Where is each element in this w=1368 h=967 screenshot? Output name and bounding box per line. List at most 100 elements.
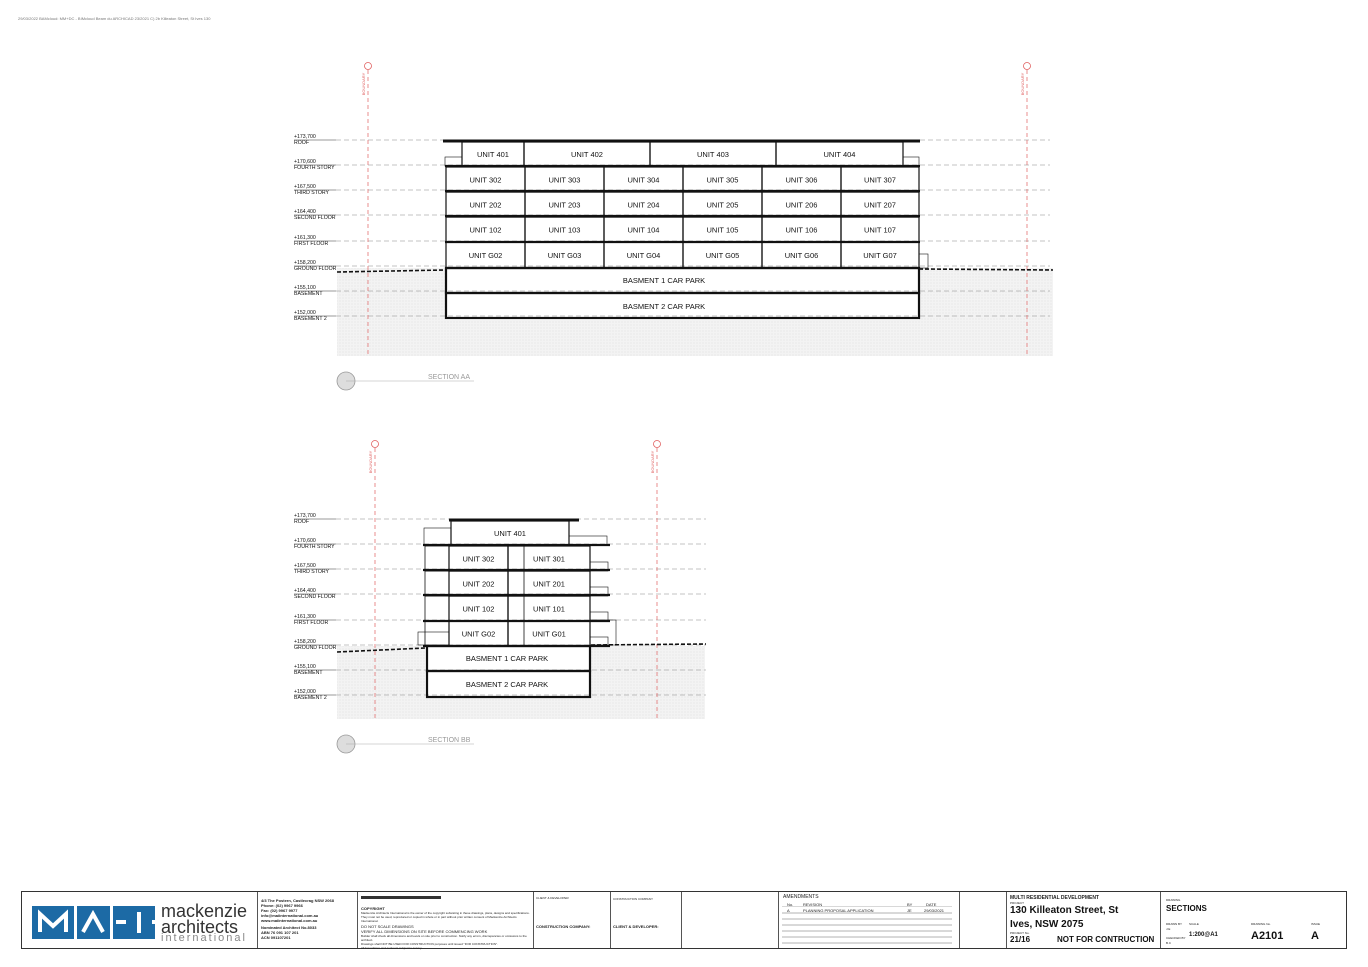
bb-left-room xyxy=(424,545,450,572)
bb-boundary-left-marker-icon xyxy=(371,440,379,448)
level-rl: +161,300 xyxy=(294,614,316,620)
aa-row1-unit-label: UNIT 104 xyxy=(628,226,660,235)
aa-row3-unit-label: UNIT 304 xyxy=(628,176,660,185)
aa-row0-unit-label: UNIT G07 xyxy=(863,251,897,260)
aa-row4-unit-label: UNIT 403 xyxy=(697,150,729,159)
level-name: GROUND FLOOR xyxy=(294,266,337,272)
aa-row2-unit-label: UNIT 207 xyxy=(864,201,896,210)
aa-row1-unit-label: UNIT 103 xyxy=(549,226,581,235)
issue-label: ISSUE xyxy=(1311,922,1321,926)
aa-row1-unit-label: UNIT 102 xyxy=(470,226,502,235)
aa-ground-line-left xyxy=(336,269,446,273)
drawing-cell: DRAWING SECTIONS DRAWN BY J.E CHECKED BY… xyxy=(1161,892,1347,948)
level-rl: +152,000 xyxy=(294,689,316,695)
aa-balcony xyxy=(444,156,463,167)
client-label: CLIENT & DEVELOPER: xyxy=(613,924,659,929)
level-rl: +173,700 xyxy=(294,513,316,519)
aa-boundary-left-label: BOUNDARY xyxy=(361,72,366,95)
level-rl: +155,100 xyxy=(294,664,316,670)
aa-ground-line-right xyxy=(918,268,1054,271)
aa-row3-unit-label: UNIT 306 xyxy=(786,176,818,185)
amend-row-date: 29/03/2021 xyxy=(924,908,945,913)
amend-row-revision: PLANNING PROPOSAL APPLICATION xyxy=(803,908,874,913)
construction-status: NOT FOR CONTRUCTION xyxy=(1057,935,1155,944)
copyright-text: They must not be used, reproduced or cop… xyxy=(361,915,517,923)
level-name: ROOF xyxy=(294,519,309,525)
aa-row2-unit-label: UNIT 205 xyxy=(707,201,739,210)
bb-row3-unit-label: UNIT 302 xyxy=(463,555,495,564)
copyright-notes: COPYRIGHT Mackenzie Architects Internati… xyxy=(358,892,534,950)
level-name: FIRST FLOOR xyxy=(294,620,328,626)
bb-row1-unit-label: UNIT 101 xyxy=(533,605,565,614)
level-rl: +170,600 xyxy=(294,159,316,165)
aa-row2-unit-label: UNIT 206 xyxy=(786,201,818,210)
blank-cell-2 xyxy=(960,892,1007,948)
aa-row1-unit-label: UNIT 105 xyxy=(707,226,739,235)
bb-left-room xyxy=(424,620,450,647)
checked-by: B.C xyxy=(1166,941,1172,945)
note-line: All boundaries and contours subject to s… xyxy=(361,946,423,950)
bb-basement2-label: BASMENT 2 CAR PARK xyxy=(466,680,548,689)
level-name: FOURTH STORY xyxy=(294,544,335,550)
aa-row2-unit-label: UNIT 203 xyxy=(549,201,581,210)
copyright-title: COPYRIGHT xyxy=(361,906,385,911)
bb-left-room xyxy=(424,595,450,622)
aa-row4-unit-label: UNIT 402 xyxy=(571,150,603,159)
aa-boundary-right-label: BOUNDARY xyxy=(1020,72,1025,95)
level-rl: +158,200 xyxy=(294,639,316,645)
level-rl: +167,500 xyxy=(294,563,316,569)
aa-row4-unit-label: UNIT 404 xyxy=(824,150,856,159)
project-no: 21/16 xyxy=(1010,935,1031,944)
note-line: Builder shall check all dimensions and l… xyxy=(361,934,527,942)
level-name: BASEMENT 2 xyxy=(294,316,327,322)
drawing-title: SECTIONS xyxy=(1166,904,1207,913)
note-line: VERIFY ALL DIMENSIONS ON SITE BEFORE COM… xyxy=(361,929,488,934)
aa-basement2-box xyxy=(444,291,921,320)
project-small-label: PROJECT xyxy=(1010,901,1025,905)
amend-row-by: JE xyxy=(907,908,912,913)
project-cell: MULTI RESIDENTIAL DEVELOPMENT PROJECT 13… xyxy=(1007,892,1161,948)
office-address: 4/3 The Postern, Castlecrag NSW 2068 Pho… xyxy=(258,892,358,948)
bb-ground-step-right xyxy=(589,619,617,646)
aa-boundary-left-marker-icon xyxy=(364,62,372,70)
bb-boundary-left-label: BOUNDARY xyxy=(368,450,373,473)
aa-row3-unit-label: UNIT 303 xyxy=(549,176,581,185)
client-small-label: CLIENT & DEVELOPER xyxy=(536,896,569,900)
bb-balcony xyxy=(568,535,608,546)
address-line: info@maiinternational.com.au xyxy=(261,913,319,918)
aa-row1-unit-label: UNIT 106 xyxy=(786,226,818,235)
drawn-by-label: DRAWN BY xyxy=(1166,922,1183,926)
blank-cell xyxy=(682,892,779,948)
logo-cell: mackenzie architects international xyxy=(22,892,258,948)
level-name: SECOND FLOOR xyxy=(294,594,336,600)
aa-row2-unit-label: UNIT 204 xyxy=(628,201,660,210)
bb-basement2-box xyxy=(425,669,592,699)
level-rl: +161,300 xyxy=(294,235,316,241)
level-rl: +173,700 xyxy=(294,134,316,140)
project-address-1: 130 Killeaton Street, St xyxy=(1010,905,1119,916)
address-line: ACN 091107201 xyxy=(261,935,291,940)
address-line: 4/3 The Postern, Castlecrag NSW 2068 xyxy=(261,898,334,903)
amendments-cell: AMENDMENTS No. REVISION BY DATE A PLANNI… xyxy=(779,892,960,948)
issue-value: A xyxy=(1311,930,1319,942)
bb-row2-unit-label: UNIT 202 xyxy=(463,580,495,589)
bb-balcony xyxy=(423,527,452,546)
note-line: DO NOT SCALE DRAWINGS xyxy=(361,924,414,929)
aa-row3-unit-label: UNIT 302 xyxy=(470,176,502,185)
construction-small-label: CONSTRUCTION COMPANY xyxy=(613,897,653,901)
aa-balcony xyxy=(902,156,920,167)
drawing-label: DRAWING xyxy=(1166,898,1181,902)
drawn-by: J.E xyxy=(1166,927,1171,931)
brand-line1: mackenzie xyxy=(161,901,248,921)
drawing-no-label: DRAWING No. xyxy=(1251,922,1271,926)
aa-row0-unit-label: UNIT G04 xyxy=(627,251,661,260)
level-name: BASEMENT 2 xyxy=(294,695,327,701)
construction-label: CONSTRUCTION COMPANY: xyxy=(536,924,591,929)
copyright-text: Mackenzie Architects International is th… xyxy=(361,911,530,915)
construction-cell: CONSTRUCTION COMPANY CLIENT & DEVELOPER: xyxy=(611,892,682,948)
address-line: Phone: (02) 9967 9966 xyxy=(261,903,303,908)
level-rl: +164,400 xyxy=(294,588,316,594)
title-block: mackenzie architects international 4/3 T… xyxy=(21,891,1347,950)
level-name: FIRST FLOOR xyxy=(294,241,328,247)
